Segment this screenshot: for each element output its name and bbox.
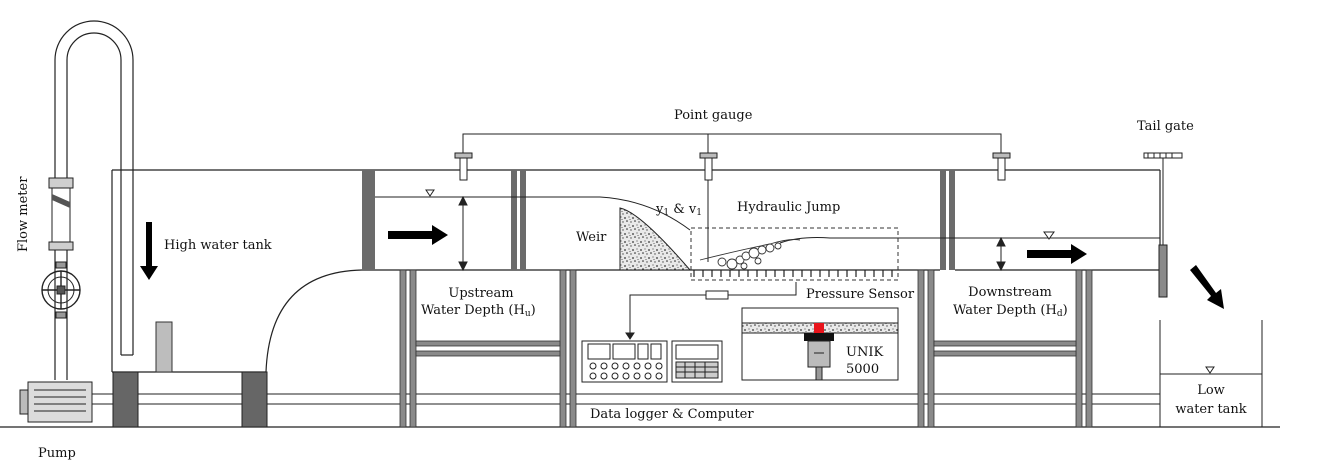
unik-label-line1: UNIK [846, 345, 884, 360]
high-water-tank-label: High water tank [164, 238, 272, 253]
point-gauge-bracket [462, 133, 1002, 153]
upstream-close: ) [530, 303, 536, 318]
tank-overflow-pipe [155, 321, 173, 373]
downstream-close: ) [1062, 303, 1068, 318]
upstream-subscript: u [524, 309, 531, 319]
frame-braces [415, 340, 1077, 357]
flow-meter [48, 177, 74, 251]
water-surface-icon-upstream [425, 189, 435, 197]
flume-pillar-3 [940, 170, 955, 270]
y-symbol: y [656, 202, 664, 217]
arrow-icon-outflow [1190, 265, 1224, 309]
downstream-subscript: d [1056, 309, 1063, 319]
pressure-taps [693, 270, 893, 277]
upstream-depth-arrow [458, 195, 468, 272]
v-subscript: 1 [696, 208, 703, 218]
tank-support-left [112, 371, 139, 428]
water-surface-icon-downstream [1043, 231, 1055, 240]
supply-pipe-loop [54, 20, 134, 380]
downstream-label-line1: Downstream [968, 285, 1052, 300]
pressure-sensor-label: Pressure Sensor [806, 287, 915, 302]
tank-support-right [241, 371, 268, 428]
v-symbol: & v [669, 202, 697, 217]
low-tank-label-line2: water tank [1175, 402, 1247, 417]
pump [19, 381, 93, 423]
base-pipe [92, 393, 1160, 405]
arrow-icon-upstream [388, 225, 448, 245]
weir [619, 207, 692, 271]
velocity-depth-label: y1 & v1 [656, 202, 702, 221]
flume-pillar-1 [362, 170, 375, 270]
tail-gate-label: Tail gate [1137, 119, 1194, 134]
point-gauge-3 [992, 152, 1011, 181]
weir-label: Weir [576, 230, 607, 245]
support-columns [399, 269, 1093, 428]
downstream-depth-arrow [996, 236, 1006, 272]
upstream-depth-text: Water Depth (H [421, 303, 525, 318]
downstream-label-line2: Water Depth (Hd) [953, 303, 1068, 322]
arrow-icon-high-tank [140, 222, 158, 280]
sensor-cable [625, 282, 797, 340]
pump-label: Pump [38, 446, 76, 461]
upstream-label-line2: Water Depth (Hu) [421, 303, 536, 322]
y-subscript: 1 [663, 208, 670, 218]
downstream-depth-text: Water Depth (H [953, 303, 1057, 318]
water-surface-lines [375, 196, 1160, 244]
point-gauge-label: Point gauge [674, 108, 753, 123]
data-logger-label: Data logger & Computer [590, 407, 754, 422]
upstream-label-line1: Upstream [448, 286, 514, 301]
sensor-inset [741, 307, 899, 381]
water-surface-icon-low-tank [1205, 366, 1215, 374]
arrow-icon-downstream [1027, 244, 1087, 264]
unik-label-line2: 5000 [846, 362, 880, 377]
point-gauge-2 [699, 152, 718, 262]
flow-meter-label: Flow meter [16, 176, 31, 252]
tail-gate [1143, 152, 1183, 298]
hydraulic-jump-region [690, 227, 899, 281]
point-gauge-1 [454, 152, 473, 181]
high-water-tank [111, 169, 363, 373]
valve-icon [41, 261, 81, 319]
computer [671, 340, 723, 383]
flume-pillar-2 [511, 170, 526, 270]
low-water-tank [1159, 320, 1263, 428]
hydraulic-jump-label: Hydraulic Jump [737, 200, 841, 215]
hydraulic-jump [699, 239, 801, 270]
low-tank-label-line1: Low [1197, 383, 1225, 398]
data-logger [581, 340, 668, 383]
